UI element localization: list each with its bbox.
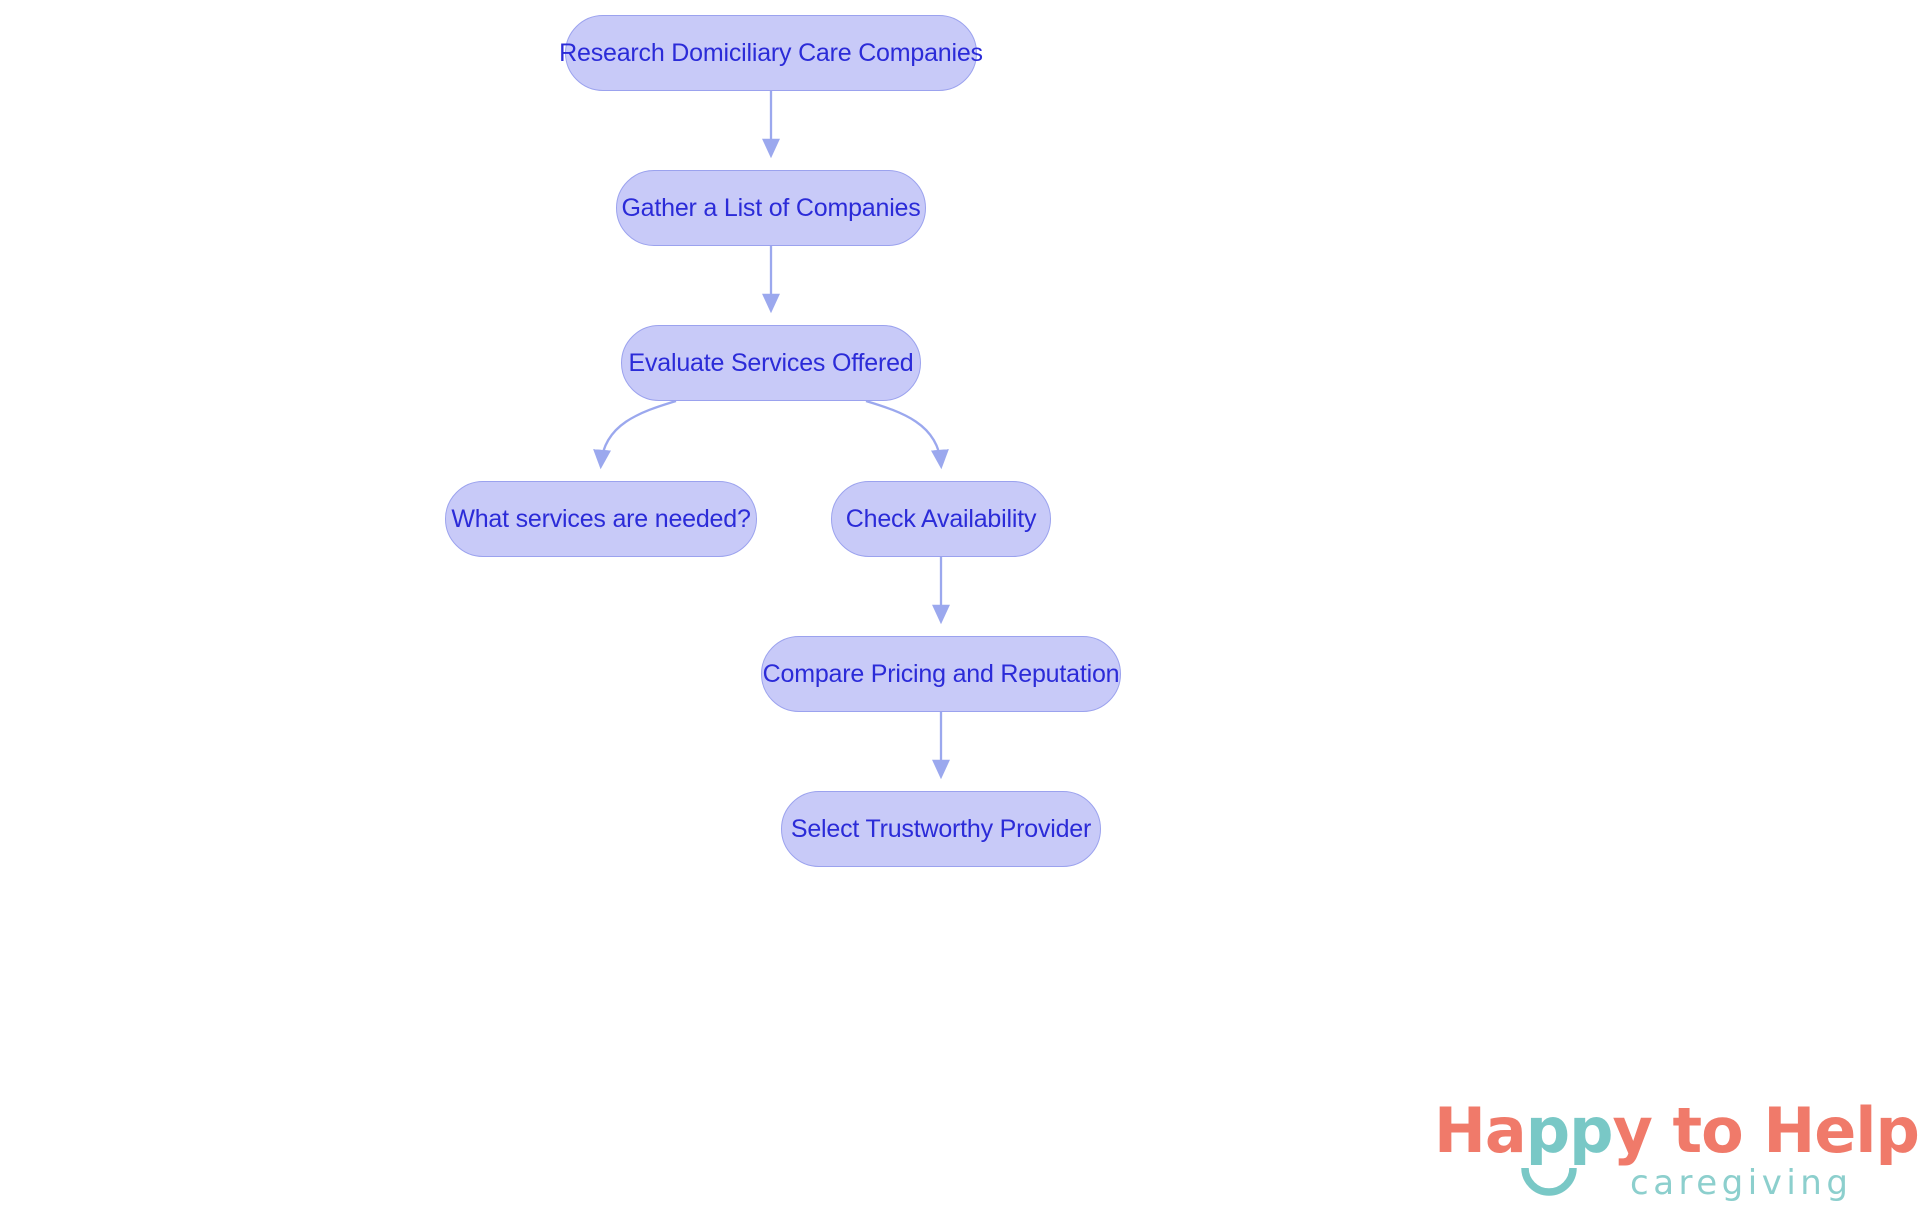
flow-node-select-trustworthy-provider[interactable]: Select Trustworthy Provider [781,791,1101,867]
logo-happy-prefix: Ha [1434,1094,1527,1167]
smile-arc-icon [1521,1167,1577,1196]
flow-node-compare-pricing-and-reputation[interactable]: Compare Pricing and Reputation [761,636,1121,712]
logo-wordmark: Happy to Help [1434,1100,1920,1162]
flow-node-label: Research Domiciliary Care Companies [559,38,983,67]
edge-evaluate-to-check-availability [865,399,949,470]
flow-node-label: Gather a List of Companies [621,193,921,222]
flow-node-label: What services are needed? [451,504,751,533]
flow-node-evaluate-services-offered[interactable]: Evaluate Services Offered [621,325,921,401]
flow-node-label: Evaluate Services Offered [628,348,914,377]
flow-node-research-domiciliary-care-companies[interactable]: Research Domiciliary Care Companies [559,15,983,91]
edge-evaluate-to-services-needed [593,399,677,470]
flow-node-label: Select Trustworthy Provider [790,814,1092,843]
flow-node-label: Check Availability [845,504,1037,533]
flow-node-gather-a-list-of-companies[interactable]: Gather a List of Companies [616,170,926,246]
logo-happy-suffix: y [1612,1094,1653,1167]
flow-node-check-availability[interactable]: Check Availability [831,481,1051,557]
logo-tagline: caregiving [1630,1163,1853,1203]
flow-node-label: Compare Pricing and Reputation [762,659,1120,688]
brand-logo: Happy to Help caregiving [1434,1100,1920,1215]
logo-to-help: to Help [1651,1094,1920,1167]
flow-node-what-services-are-needed[interactable]: What services are needed? [445,481,757,557]
logo-happy-pp: pp [1525,1094,1614,1167]
